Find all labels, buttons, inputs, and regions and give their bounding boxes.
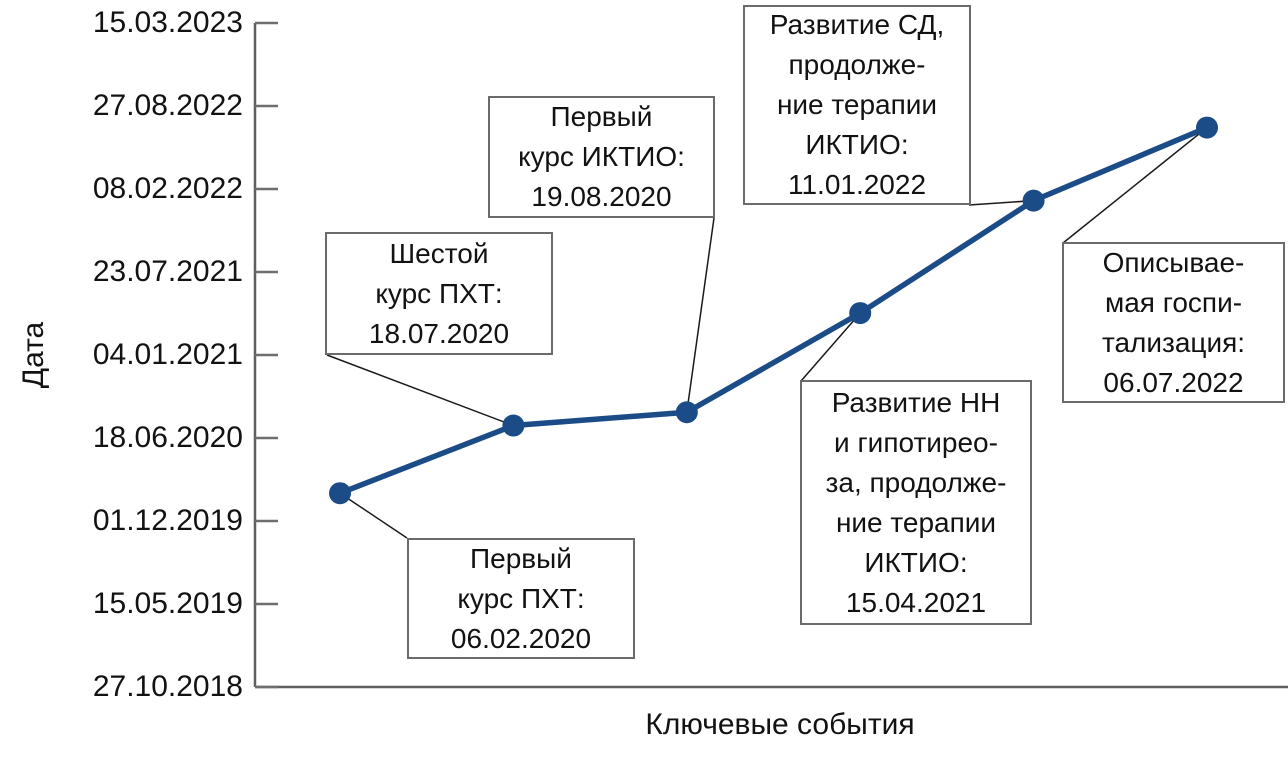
event-callout: Первый курс ИКТИО: 19.08.2020 [488,96,715,218]
event-callout-line: курс ПХТ: [375,277,503,309]
event-callout-line: Развитие НН [831,386,1001,418]
event-callout-line: Описывае- [1102,246,1245,278]
event-callout-line: курс ПХТ: [457,582,585,614]
event-callout-line: ние терапии [776,89,938,120]
event-callout-line: и гипотирео- [834,426,998,458]
y-axis-tick-label: 23.07.2021 [92,255,243,288]
y-axis-tick-label: 27.10.2018 [92,670,243,703]
y-axis-tick-label: 18.06.2020 [92,421,243,454]
event-callout-line: 11.01.2022 [787,169,927,200]
y-axis-tick-label: 15.05.2019 [92,587,243,620]
event-callout: Шестой курс ПХТ: 18.07.2020 [325,232,553,355]
event-callout-line: 06.07.2022 [1103,366,1244,398]
event-callout: Описывае-мая госпи-тализация: 06.07.2022 [1062,242,1285,403]
y-axis-tick-label: 01.12.2019 [92,504,243,537]
event-callout-line: тализация: [1101,326,1246,358]
x-axis-title: Ключевые события [645,708,915,741]
event-callout-line: мая госпи- [1104,286,1243,318]
y-axis-title: Дата [17,321,50,389]
event-callout-line: курс ИКТИО: [518,141,685,172]
event-callout-line: ИКТИО: [805,129,909,160]
y-axis-tick-label: 15.03.2023 [92,6,243,39]
event-callout-line: 15.04.2021 [845,586,987,618]
y-axis-tick-label: 04.01.2021 [92,338,243,371]
event-callout-line: Первый [550,101,653,132]
event-callout: Первый курс ПХТ: 06.02.2020 [407,538,635,659]
y-axis-tick-label: 08.02.2022 [92,172,243,205]
event-callout-line: ИКТИО: [864,546,968,578]
event-callout-line: продолже- [788,49,926,80]
y-axis-tick-label: 27.08.2022 [92,89,243,122]
event-callout-line: Шестой [389,237,489,269]
event-callout-line: 18.07.2020 [368,317,510,349]
event-callout-line: 19.08.2020 [531,181,672,212]
event-callout-line: Развитие СД, [769,9,945,40]
event-callout-line: Первый [470,542,572,574]
event-callout-line: 06.02.2020 [450,622,592,654]
event-callout-line: за, продолже- [825,466,1007,498]
event-callout-line: ние терапии [835,506,997,538]
event-callout: Развитие НН и гипотирео-за, продолже-ние … [800,380,1032,625]
